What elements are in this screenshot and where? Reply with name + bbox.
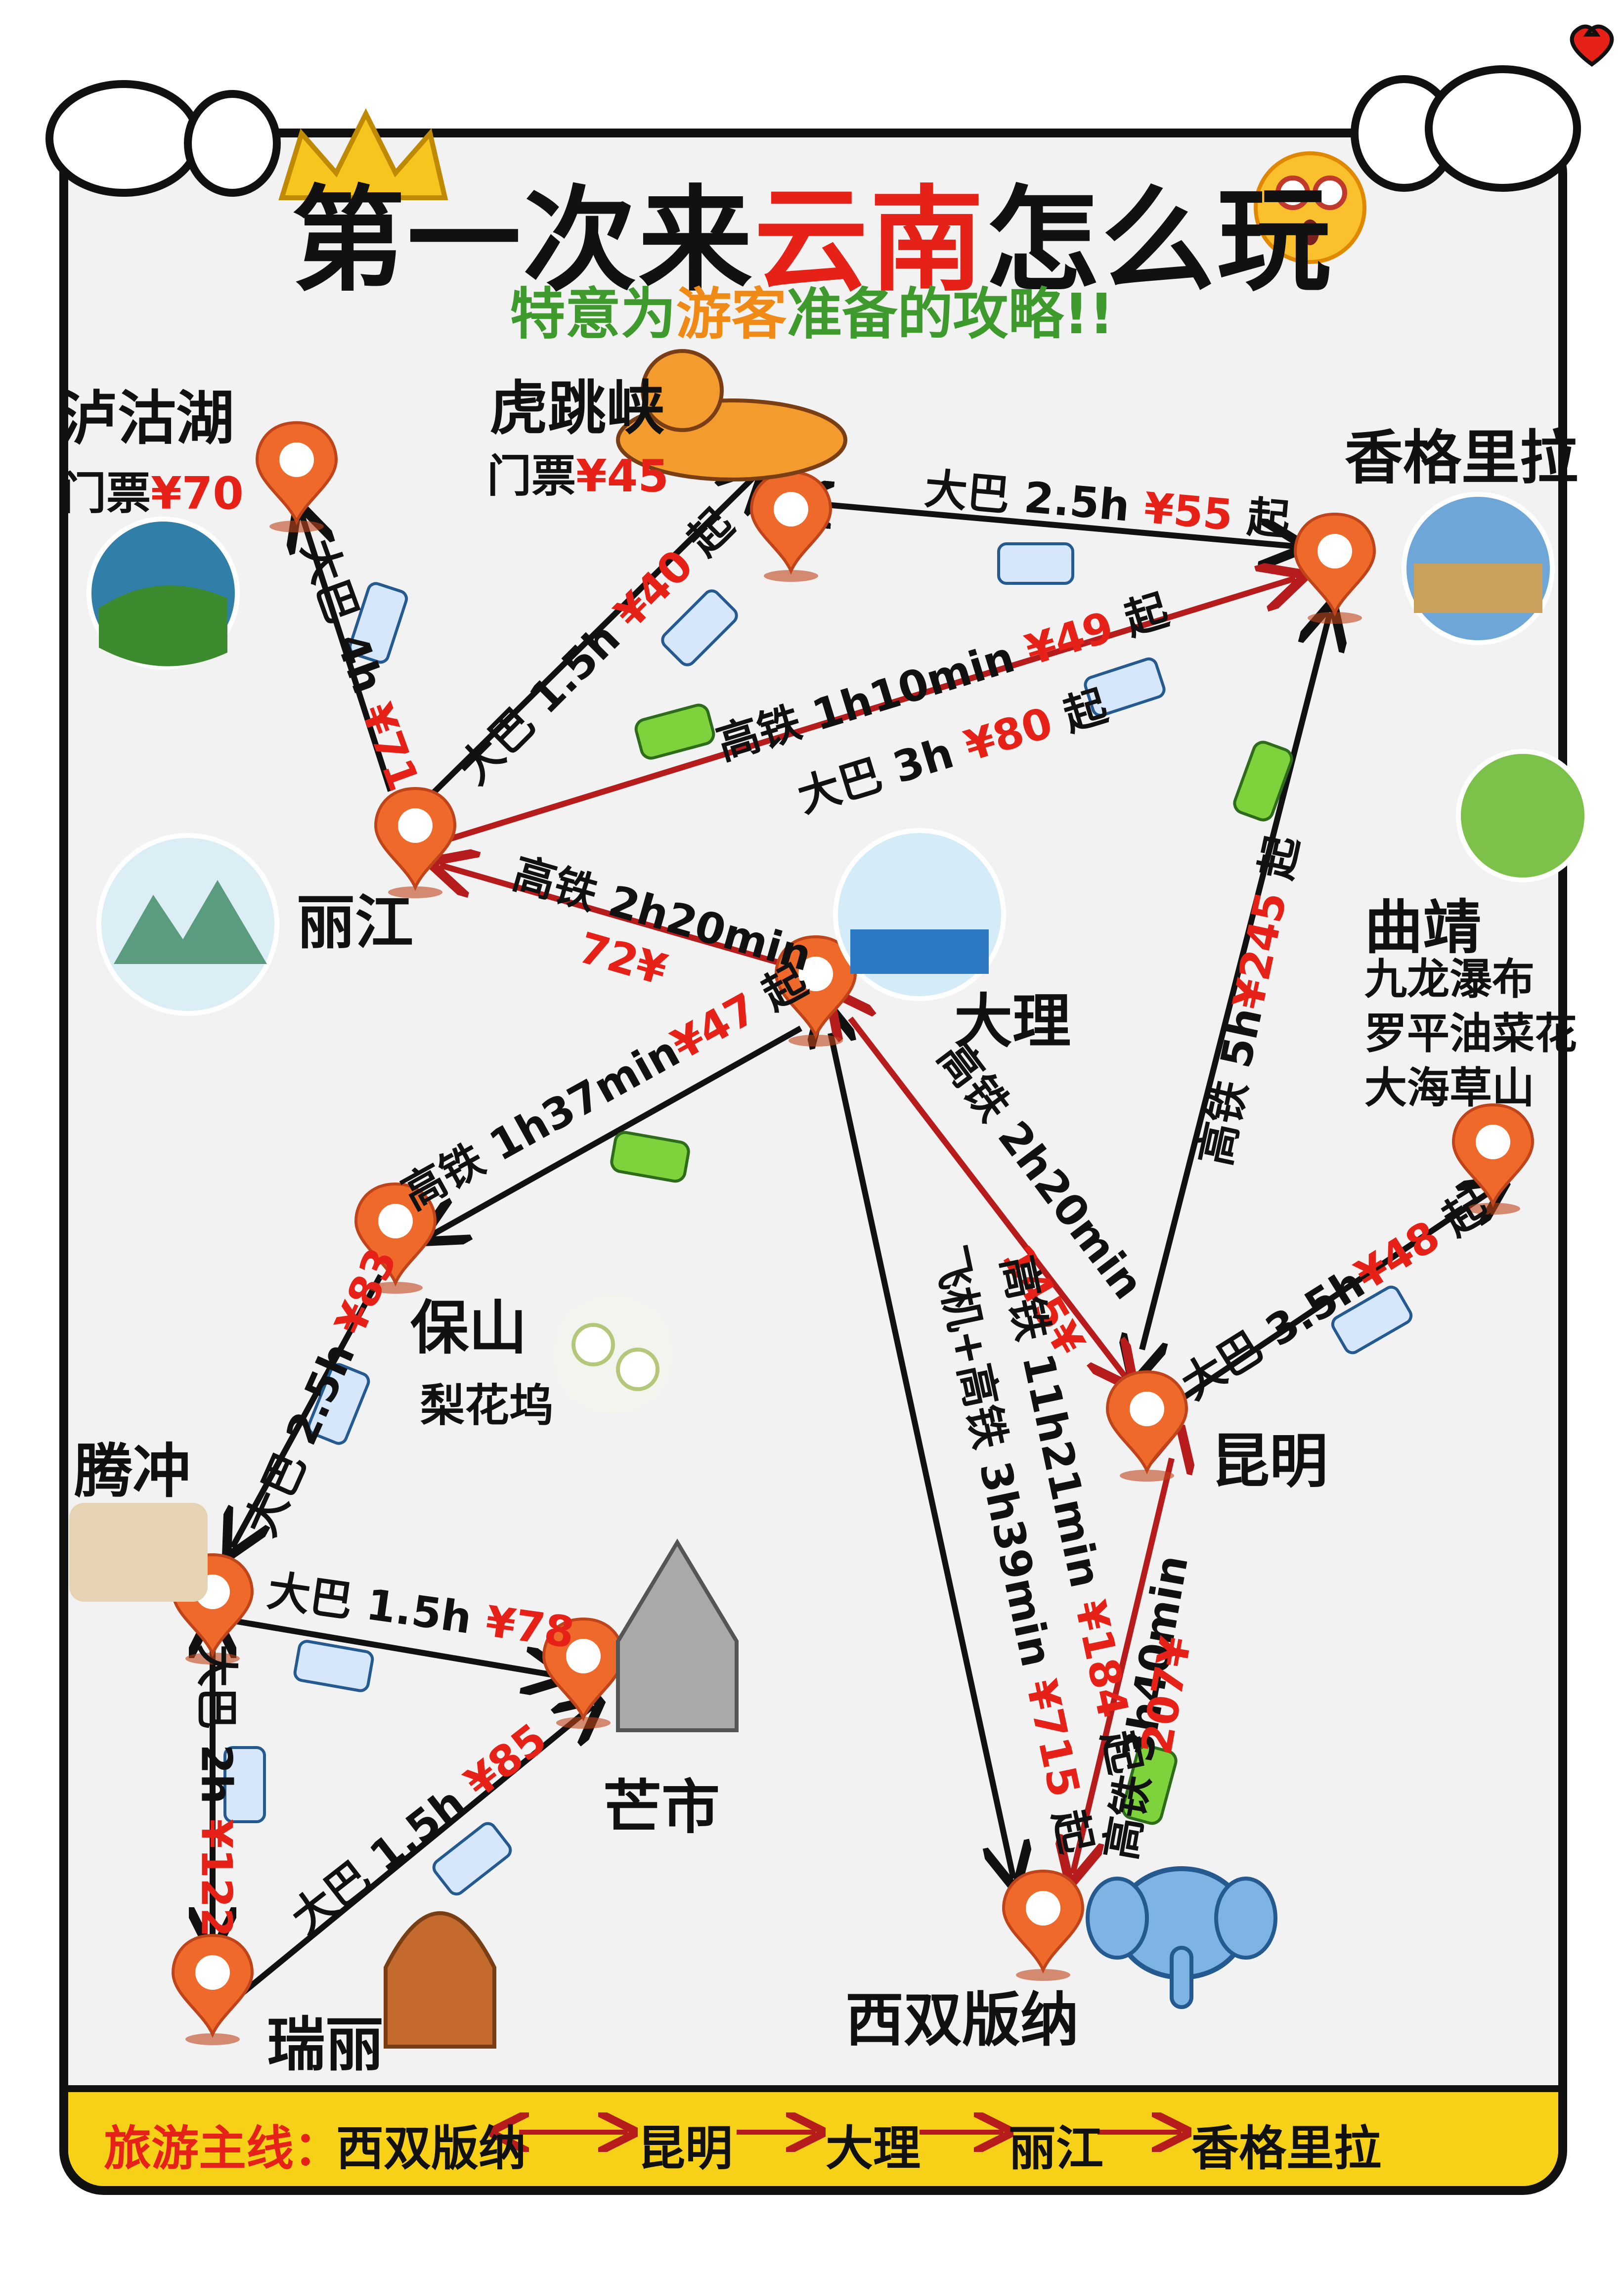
qujing-spot-1: 九龙瀑布 xyxy=(1364,955,1535,1004)
route-line-lijiang-lugu xyxy=(302,514,394,792)
hutiao-ticket: 门票¥45 xyxy=(487,440,669,504)
route-label-tengchong-ruili: 大巴 2h ¥122 xyxy=(190,1644,252,1937)
route-price: ¥122 xyxy=(191,1819,241,1937)
qujing-spot-2: 罗平油菜花 xyxy=(1364,1009,1577,1058)
subtitle-part1: 特意为 xyxy=(510,282,676,347)
subtitle-part2: 准备的攻略!! xyxy=(787,282,1114,347)
baoshan-pear-blossom xyxy=(554,1295,672,1414)
route-text: 大巴 2h xyxy=(191,1644,241,1804)
heart-icon xyxy=(1570,24,1614,67)
city-label-dali[interactable]: 大理 xyxy=(954,987,1071,1055)
route-line-baoshan-tengchong xyxy=(232,1274,384,1547)
lugu-ticket-label: 门票 xyxy=(62,468,151,520)
route-line-dali-kunming-train xyxy=(850,1018,1127,1379)
main-route-stop-3[interactable]: 大理 xyxy=(826,2121,921,2176)
route-line-tengchong-mangshi xyxy=(236,1619,559,1676)
city-label-baoshan[interactable]: 保山 xyxy=(410,1294,527,1362)
main-route-stop-5[interactable]: 香格里拉 xyxy=(1191,2121,1381,2176)
lugu-ticket: 门票¥70 xyxy=(62,457,244,522)
title-highlight: 云南 xyxy=(754,175,986,307)
main-route-stop-2[interactable]: 昆明 xyxy=(638,2121,733,2176)
route-line-lijiang-hutiao xyxy=(423,475,756,803)
route-line-dali-baoshan xyxy=(430,1025,802,1236)
city-label-hutiao[interactable]: 虎跳峡 xyxy=(489,374,665,442)
route-price: ¥78 xyxy=(483,1596,577,1658)
lijiang-photo xyxy=(96,833,279,1016)
train-icon xyxy=(610,703,1293,1825)
page-subtitle: 特意为游客准备的攻略!! xyxy=(0,269,1624,350)
pin-hutiao-icon[interactable] xyxy=(751,472,831,582)
title-part2: 怎么玩 xyxy=(985,175,1333,307)
lijiang-photo-mountain xyxy=(114,880,267,964)
qujing-photo xyxy=(1456,749,1589,882)
shangri-photo-buildings xyxy=(1414,564,1542,613)
ruili-temple-icon xyxy=(384,1911,496,2049)
right-hand-icon xyxy=(1351,65,1581,192)
subtitle-highlight: 游客 xyxy=(676,282,787,347)
main-route-stop-1[interactable]: 西双版纳 xyxy=(336,2121,526,2176)
city-label-banna[interactable]: 西双版纳 xyxy=(845,1986,1079,2054)
bus-icon xyxy=(223,542,1413,1896)
city-label-tengchong[interactable]: 腾冲 xyxy=(74,1437,191,1505)
lugu-ticket-price: ¥70 xyxy=(151,468,244,520)
elephant-icon xyxy=(1086,1866,1277,2009)
city-label-qujing[interactable]: 曲靖 xyxy=(1364,893,1482,962)
tiger-icon xyxy=(616,349,847,482)
route-line-kunming-qujing xyxy=(1165,1186,1498,1411)
city-label-mangshi[interactable]: 芒市 xyxy=(603,1773,720,1841)
tengchong-hotspring xyxy=(69,1503,208,1602)
title-part1: 第一次来 xyxy=(291,175,754,307)
pin-lugu-icon[interactable] xyxy=(257,423,336,532)
route-line-lijiang-shangri-train xyxy=(444,578,1295,843)
route-price: ¥55 xyxy=(1142,483,1235,540)
hutiao-ticket-price: ¥45 xyxy=(576,450,669,502)
left-hand-icon xyxy=(45,80,281,197)
route-line-kunming-banna-train xyxy=(1073,1458,1172,1874)
city-label-shangri[interactable]: 香格里拉 xyxy=(1345,424,1579,492)
main-route-stop-4[interactable]: 丽江 xyxy=(1009,2121,1103,2176)
route-line-hutiao-shangri xyxy=(821,504,1295,546)
route-line-ruili-mangshi xyxy=(235,1706,593,2000)
route-line-kunming-shangri xyxy=(1142,613,1330,1350)
pin-shangri-icon[interactable] xyxy=(1295,514,1374,624)
dali-photo-lake xyxy=(850,929,989,974)
qujing-spot-3: 大海草山 xyxy=(1364,1063,1535,1113)
page-title: 第一次来云南怎么玩 xyxy=(0,148,1624,313)
mangshi-pagoda-icon xyxy=(616,1538,739,1732)
baoshan-spot: 梨花坞 xyxy=(420,1380,554,1432)
blossom-2-icon xyxy=(616,1348,659,1391)
main-route-label: 旅游主线： xyxy=(104,2110,341,2179)
route-suffix: 起 xyxy=(1245,492,1292,546)
city-label-lijiang[interactable]: 丽江 xyxy=(297,888,414,957)
surprised-face-icon xyxy=(1254,151,1366,264)
city-label-lugu[interactable]: 泸沽湖 xyxy=(59,384,235,452)
main-route-title: 旅游主线： xyxy=(104,2121,341,2176)
city-label-kunming[interactable]: 昆明 xyxy=(1211,1427,1328,1495)
hutiao-ticket-label: 门票 xyxy=(487,450,576,502)
blossom-1-icon xyxy=(571,1323,615,1366)
city-label-ruili[interactable]: 瑞丽 xyxy=(267,2011,384,2079)
pin-kunming-icon[interactable] xyxy=(1107,1372,1186,1482)
route-line-dali-lijiang-train xyxy=(440,865,802,972)
lugu-photo-hills xyxy=(99,585,227,666)
pin-banna-icon[interactable] xyxy=(1004,1871,1083,1981)
pin-ruili-icon[interactable] xyxy=(173,1935,252,2045)
crown-icon xyxy=(278,108,448,200)
